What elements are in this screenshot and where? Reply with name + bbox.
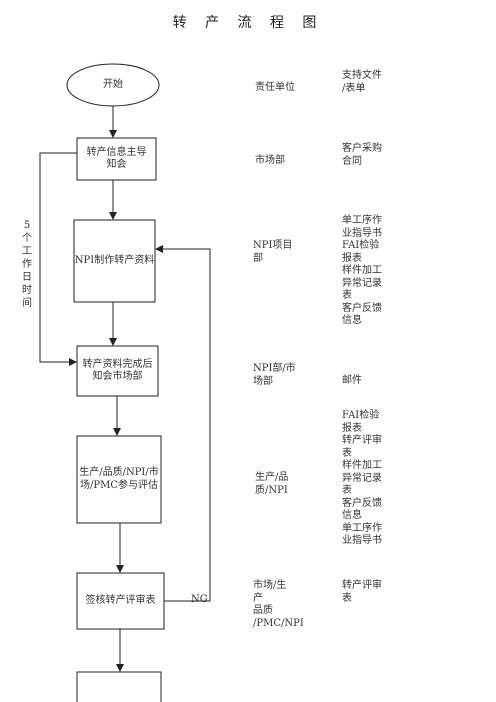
row4-doc: FAI检验 报表 转产评审 表 样件加工 异常记录 表 客户反馈 信息 单工序作…: [342, 410, 382, 546]
page-title: 转 产 流 程 图: [172, 15, 324, 31]
row5-doc: 转产评审 表: [342, 580, 382, 604]
step5-label: 签核转产评审表: [85, 594, 156, 606]
ng-label: NG: [191, 594, 208, 605]
start-label: 开始: [103, 78, 123, 90]
row5-unit: 市场/生 产 品质 /PMC/NPI: [253, 580, 304, 629]
step1-label: 转产信息主导 知会: [86, 146, 147, 171]
step4-box: [76, 435, 162, 524]
doc-header: 支持文件 /表单: [342, 70, 382, 94]
row4-unit: 生产/品 质/NPI: [255, 472, 289, 496]
row2-unit: NPI项目 部: [253, 240, 293, 264]
step2-label: NPI制作转产资料: [74, 254, 155, 266]
row2-doc: 单工序作 业指导书 FAI检验 报表 样件加工 异常记录 表 客户反馈 信息: [342, 215, 382, 326]
row1-unit: 市场部: [255, 155, 285, 166]
unit-header: 责任单位: [255, 82, 295, 93]
time-loop-line: [39, 152, 77, 366]
row3-unit: NPI部/市 场部: [253, 363, 296, 387]
side-label-time: 5 个 工 作 日 时 间: [22, 220, 32, 309]
step2-box: [73, 219, 156, 303]
step1-box: [76, 137, 157, 181]
row3-doc: 邮件: [342, 375, 362, 386]
step3-label: 转产资料完成后 知会市场部: [82, 358, 153, 383]
ng-loop-line: [155, 245, 211, 602]
step4-label: 生产/品质/NPI/市 场/PMC参与评估: [79, 467, 159, 491]
row1-doc: 客户采购 合同: [342, 143, 382, 167]
step6-box: [76, 671, 162, 702]
